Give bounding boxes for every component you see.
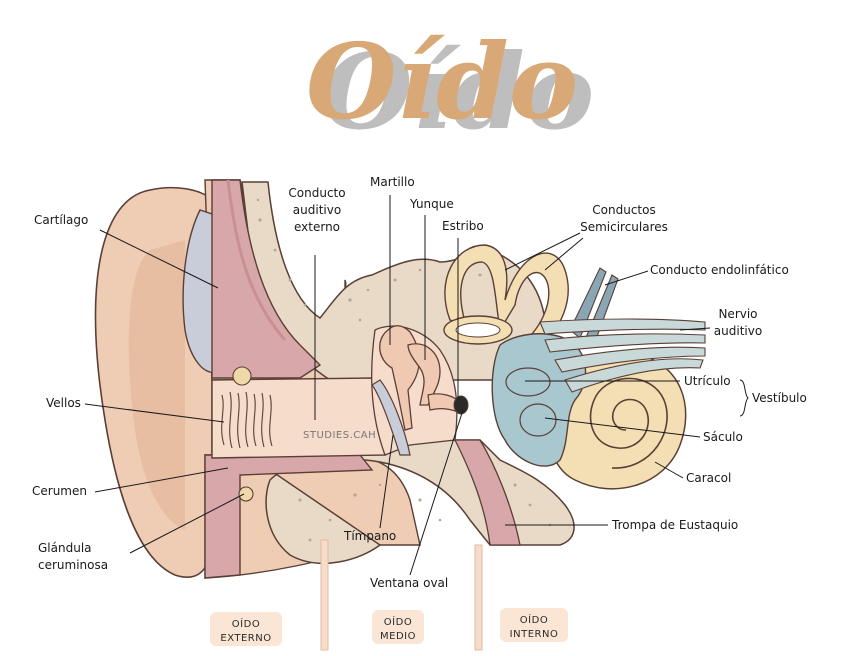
label-conductos-semicirculares: Conductos Semicirculares xyxy=(574,202,674,236)
semicircular-canal-hole xyxy=(455,322,501,338)
muscle-stripe xyxy=(226,179,287,341)
label-nervio-line-1: Nervio xyxy=(718,307,758,321)
leader-caracol xyxy=(654,461,684,479)
title-graphic: Oído Oído xyxy=(306,20,594,153)
cartilage xyxy=(182,209,216,373)
leader-semicirculares-1 xyxy=(504,232,581,271)
eustachian-tube xyxy=(453,439,521,546)
watermark: STUDIES.CAH xyxy=(303,430,377,441)
leader-semicirculares-2 xyxy=(544,237,584,271)
label-nervio-auditivo: Nervio auditivo xyxy=(708,306,768,340)
section-oido-interno: OÍDO INTERNO xyxy=(500,608,568,642)
title-shadow: Oído xyxy=(322,30,594,153)
middle-ear xyxy=(370,325,469,456)
label-timpano: Tímpano xyxy=(344,529,397,543)
label-cartilago: Cartílago xyxy=(34,213,89,227)
muscle-upper xyxy=(211,179,322,379)
section-dividers xyxy=(320,539,483,651)
label-utriculo: Utrículo xyxy=(684,374,731,388)
leader-vellos xyxy=(84,403,225,423)
label-glandula-line-2: ceruminosa xyxy=(38,558,109,572)
title-text: Oído xyxy=(306,20,578,143)
section-medio-line-1: OÍDO xyxy=(383,617,413,628)
label-glandula-ceruminosa: Glándula ceruminosa xyxy=(38,540,108,574)
label-cerumen: Cerumen xyxy=(32,484,87,498)
label-conducto-auditivo-externo: Conducto auditivo externo xyxy=(282,185,352,236)
cochlea-spiral xyxy=(589,377,668,469)
leader-saculo xyxy=(544,417,701,438)
hairs xyxy=(221,366,273,502)
label-ventana-oval: Ventana oval xyxy=(370,576,449,590)
label-martillo: Martillo xyxy=(370,175,415,189)
section-oido-medio: OÍDO MEDIO xyxy=(372,610,424,644)
label-yunque: Yunque xyxy=(410,197,454,211)
label-estribo: Estribo xyxy=(442,219,484,233)
leader-endolinfatico xyxy=(604,270,649,286)
leader-timpano xyxy=(379,434,394,529)
label-trompa-eustaquio: Trompa de Eustaquio xyxy=(612,518,739,532)
label-saculo: Sáculo xyxy=(703,430,743,444)
label-conducto-endolinfatico: Conducto endolinfático xyxy=(650,263,789,277)
saccule xyxy=(519,403,557,437)
label-caracol: Caracol xyxy=(686,471,732,485)
label-conducto-line-1: Conducto xyxy=(288,186,346,200)
section-externo-line-1: OÍDO xyxy=(231,619,261,630)
divider-medio-interno xyxy=(474,544,483,651)
label-conducto-line-2: auditivo xyxy=(292,203,342,217)
tympanic-membrane xyxy=(371,379,411,456)
leader-cerumen xyxy=(94,467,229,493)
label-vellos: Vellos xyxy=(46,396,81,410)
section-interno-line-2: INTERNO xyxy=(509,629,559,640)
leader-nervio xyxy=(679,327,711,331)
label-nervio-line-2: auditivo xyxy=(713,324,763,338)
section-medio-line-2: MEDIO xyxy=(380,631,416,642)
leader-lines xyxy=(84,195,749,576)
cartilage-group xyxy=(182,179,374,579)
incus xyxy=(407,343,441,406)
vestibulo-brace xyxy=(739,379,749,417)
section-externo-line-2: EXTERNO xyxy=(220,633,272,644)
utricle xyxy=(505,367,551,397)
label-semicirculares-line-1: Conductos xyxy=(592,203,656,217)
leader-cartilago xyxy=(99,229,219,289)
label-semicirculares-line-2: Semicirculares xyxy=(580,220,668,234)
label-vestibulo: Vestíbulo xyxy=(752,391,807,405)
section-oido-externo: OÍDO EXTERNO xyxy=(210,612,282,646)
auricle-inner xyxy=(128,240,185,530)
section-interno-line-1: OÍDO xyxy=(519,615,549,626)
leader-ventana xyxy=(409,409,464,576)
inner-ear xyxy=(443,244,706,490)
label-conducto-line-3: externo xyxy=(293,220,341,234)
label-glandula-line-1: Glándula xyxy=(38,541,92,555)
divider-externo-medio xyxy=(320,539,329,651)
leader-glandula xyxy=(129,493,245,554)
oval-window xyxy=(453,395,469,415)
